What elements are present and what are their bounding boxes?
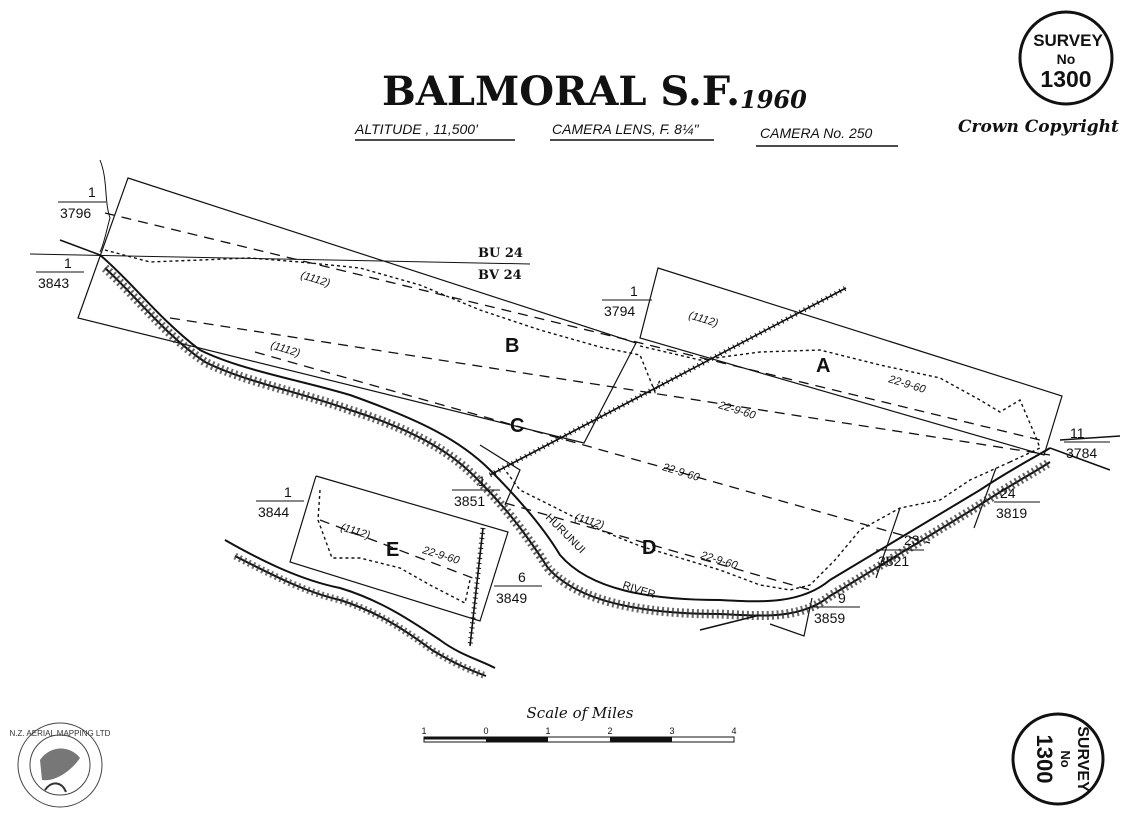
photo-id-top: 24 (1000, 485, 1016, 501)
map-title: BALMORAL S.F. (382, 68, 740, 115)
grid-label-bv24: BV 24 (478, 268, 522, 283)
photo-id-top: 1 (630, 283, 638, 299)
altitude-label: ALTITUDE , 11,500' (354, 121, 479, 137)
photo-id-bottom: 3844 (258, 504, 289, 520)
photo-id-bottom: 3843 (38, 275, 69, 291)
photo-id-top: 1 (88, 184, 96, 200)
stamp-bottom-number: 1300 (1032, 735, 1057, 784)
grid-label-bu24: BU 24 (478, 246, 523, 261)
copyright-label: Crown Copyright (958, 117, 1119, 137)
scale-tick-label: 3 (669, 726, 674, 736)
coverage-outline-b (104, 249, 661, 394)
run-letter-c: C (510, 415, 524, 437)
photo-id-top: 1 (478, 473, 486, 489)
photo-id-bottom: 3784 (1066, 445, 1097, 461)
run-line-d (504, 502, 811, 591)
flight-runs (104, 212, 1051, 591)
scale-title: Scale of Miles (527, 704, 634, 722)
scale-tick-label: 2 (607, 726, 612, 736)
coverage-box-c-corner (479, 444, 521, 506)
scale-tick-label: 0 (483, 726, 488, 736)
photo-id-labels: 1 3796 1 3843 1 3794 11 3784 1 3851 24 3… (36, 184, 1110, 626)
run-a-1112: (1112) (687, 309, 720, 329)
nz-aerial-mapping-logo: N.Z. AERIAL MAPPING LTD (10, 722, 111, 808)
coverage-boxes (77, 177, 1063, 637)
coverage-outline-c (504, 461, 1011, 591)
scale-tick-label: 1 (421, 726, 426, 736)
survey-stamp-bottom: SURVEY No 1300 (1011, 712, 1105, 806)
run-line-e (319, 519, 479, 581)
stamp-top-line1: SURVEY (1033, 31, 1103, 50)
map-year: 1960 (740, 85, 807, 114)
photo-id-bottom: 3821 (878, 553, 909, 569)
scale-tick-label: 4 (731, 726, 736, 736)
photo-id-top: 1 (284, 484, 292, 500)
run-c-date-2: 22-9-60 (660, 461, 702, 484)
photo-id-bottom: 3851 (454, 493, 485, 509)
stamp-bottom-line1: SURVEY (1074, 726, 1091, 792)
coverage-box-e (289, 475, 509, 622)
run-e-1112: (1112) (339, 521, 372, 541)
coverage-outline-e (317, 489, 471, 605)
run-letter-d: D (642, 537, 656, 559)
run-letter-e: E (386, 539, 399, 561)
run-line-b (104, 212, 1041, 441)
logo-text: N.Z. AERIAL MAPPING LTD (10, 729, 111, 738)
stamp-top-number: 1300 (1040, 66, 1091, 92)
photo-id-top: 11 (1070, 425, 1085, 441)
hurunui-river: HURUNUI RIVER (59, 239, 1121, 631)
photo-id-top: 23 (904, 532, 920, 548)
run-line-c (254, 351, 931, 544)
survey-stamp-top: SURVEY No 1300 (1018, 10, 1114, 106)
coverage-outline-a (639, 345, 1041, 463)
scale-tick-label: 1 (545, 726, 550, 736)
run-letter-b: B (505, 335, 519, 357)
camera-lens-label: CAMERA LENS, F. 8¼" (552, 121, 700, 137)
run-line-a (169, 317, 1051, 456)
run-c-date-1: 22-9-60 (716, 399, 758, 422)
photo-id-bottom: 3794 (604, 303, 635, 319)
run-b-1112: (1112) (299, 269, 332, 289)
photo-id-top: 6 (518, 569, 526, 585)
photo-id-bottom: 3796 (60, 205, 91, 221)
camera-number-label: CAMERA No. 250 (760, 125, 873, 141)
stamp-top-line2: No (1057, 51, 1076, 67)
stamp-bottom-line2: No (1058, 750, 1073, 767)
coverage-box-b (77, 177, 637, 444)
railway-line (467, 285, 848, 647)
run-e-date: 22-9-60 (420, 544, 462, 567)
coverage-box-a (639, 267, 1063, 456)
coverage-box-d-corner (769, 597, 813, 637)
photo-id-top: 1 (64, 255, 72, 271)
photo-id-bottom: 3859 (814, 610, 845, 626)
run-letter-a: A (816, 355, 830, 377)
tributary-river (224, 539, 496, 680)
run-a-date: 22-9-60 (886, 373, 928, 396)
stream-line (99, 159, 111, 253)
photo-coverage-outlines (104, 249, 1041, 605)
photo-id-top: 9 (838, 590, 846, 606)
run-d-1112: (1112) (573, 511, 606, 531)
photo-id-bottom: 3849 (496, 590, 527, 606)
run-d-date: 22-9-60 (698, 549, 740, 572)
river-label-river: RIVER (621, 579, 657, 601)
logo-emblem-icon (40, 748, 80, 781)
scale-bar: Scale of Miles 1 0 1 2 3 4 (421, 704, 737, 743)
photo-id-bottom: 3819 (996, 505, 1027, 521)
